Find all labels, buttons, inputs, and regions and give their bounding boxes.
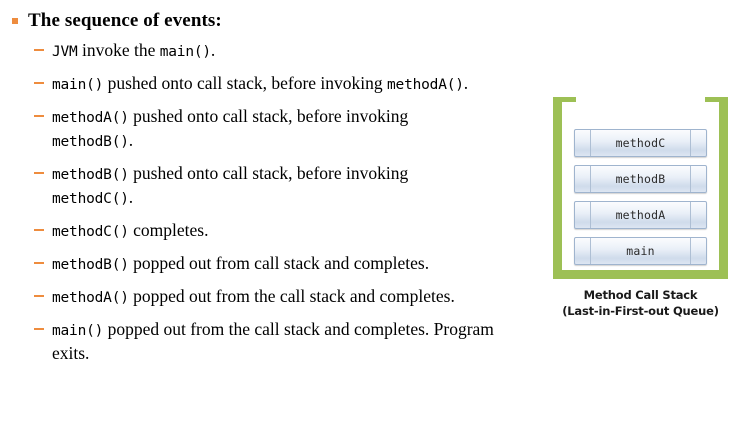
- step-methoda-popped: methodA() popped out from the call stack…: [34, 285, 534, 309]
- step-methodb-pushed: methodB() pushed onto call stack, before…: [34, 162, 534, 210]
- stack-frame-label: methodB: [615, 172, 666, 186]
- stack-frame-methodb: methodB: [574, 165, 707, 193]
- dash-bullet-icon: [34, 229, 44, 231]
- step-main-pushed: main() pushed onto call stack, before in…: [34, 72, 534, 96]
- step-text: methodB() popped out from call stack and…: [52, 253, 430, 273]
- dash-bullet-icon: [34, 82, 44, 84]
- stack-frame-label: methodC: [615, 136, 666, 150]
- step-methodb-popped: methodB() popped out from call stack and…: [34, 252, 534, 276]
- step-text: main() popped out from the call stack an…: [52, 319, 494, 363]
- dash-bullet-icon: [34, 262, 44, 264]
- dash-bullet-icon: [34, 295, 44, 297]
- stack-frame-label: methodA: [615, 208, 666, 222]
- figure-caption: Method Call Stack (Last-in-First-out Que…: [530, 287, 751, 319]
- stack-frames: methodC methodB methodA main: [574, 129, 707, 273]
- step-main-popped: main() popped out from the call stack an…: [34, 318, 534, 364]
- stack-container: methodC methodB methodA main: [553, 97, 728, 279]
- slide-heading-text: The sequence of events:: [28, 10, 222, 31]
- stack-frame-methodc: methodC: [574, 129, 707, 157]
- stack-frame-label: main: [626, 244, 655, 258]
- step-text: JVM invoke the main().: [52, 40, 216, 60]
- step-methodc-completes: methodC() completes.: [34, 219, 534, 243]
- figure-caption-line2: (Last-in-First-out Queue): [562, 304, 719, 318]
- dash-bullet-icon: [34, 115, 44, 117]
- slide-outline: The sequence of events: JVM invoke the m…: [12, 9, 494, 363]
- step-text: methodA() pushed onto call stack, before…: [52, 106, 409, 150]
- step-jvm-invoke-main: JVM invoke the main().: [34, 39, 534, 63]
- step-text: main() pushed onto call stack, before in…: [52, 73, 469, 93]
- step-methoda-pushed: methodA() pushed onto call stack, before…: [34, 105, 534, 153]
- stack-bracket-top-right-nub-icon: [705, 97, 719, 102]
- step-text: methodC() completes.: [52, 220, 209, 240]
- stack-bracket-top-left-nub-icon: [562, 97, 576, 102]
- call-stack-figure: methodC methodB methodA main Method Call…: [530, 0, 751, 442]
- step-text: methodA() popped out from the call stack…: [52, 286, 455, 306]
- stack-bracket-right-icon: [719, 97, 728, 279]
- dash-bullet-icon: [34, 172, 44, 174]
- stack-bracket-bottom-icon: [553, 270, 728, 279]
- stack-frame-methoda: methodA: [574, 201, 707, 229]
- stack-bracket-left-icon: [553, 97, 562, 279]
- figure-caption-line1: Method Call Stack: [583, 288, 698, 302]
- stack-frame-main: main: [574, 237, 707, 265]
- step-text: methodB() pushed onto call stack, before…: [52, 163, 409, 207]
- square-bullet-icon: [12, 18, 18, 24]
- slide-heading: The sequence of events:: [12, 9, 222, 32]
- steps-list: JVM invoke the main(). main() pushed ont…: [34, 39, 534, 373]
- dash-bullet-icon: [34, 328, 44, 330]
- dash-bullet-icon: [34, 49, 44, 51]
